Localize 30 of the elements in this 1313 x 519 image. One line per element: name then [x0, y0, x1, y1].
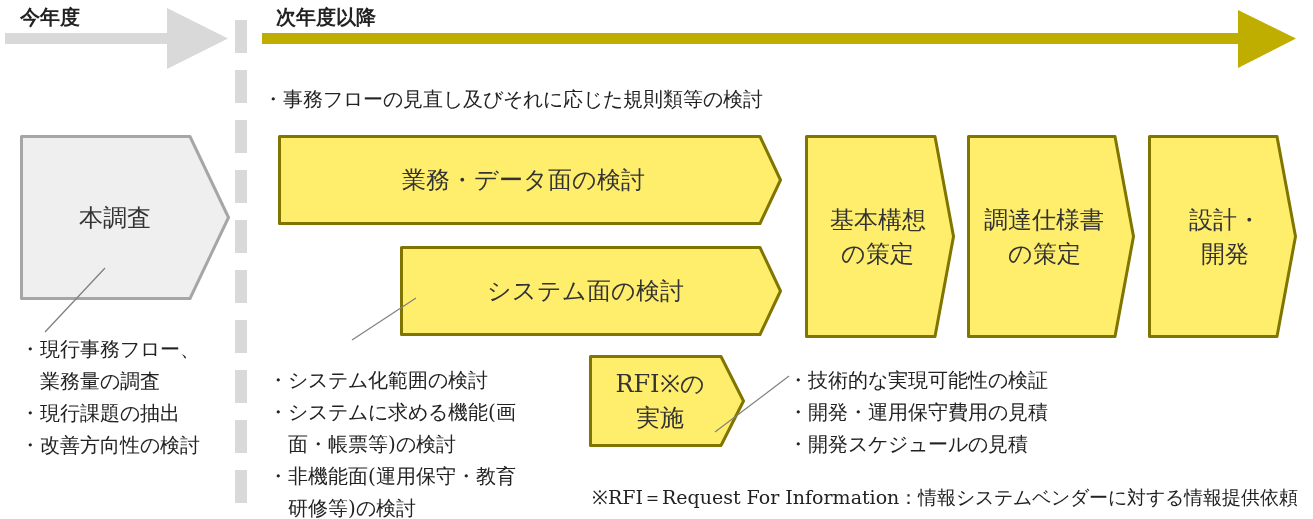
- process-box: [589, 355, 745, 447]
- bullet-item: ・開発・運用保守費用の見積: [788, 399, 1049, 426]
- leader-line: [351, 297, 417, 341]
- box-label: RFI※の実施: [614, 369, 706, 434]
- box-label: 調達仕様書の策定: [983, 204, 1105, 270]
- box-label: 基本構想の策定: [828, 204, 927, 270]
- note-text: ・事務フローの見直し及びそれに応じた規則類等の検討: [263, 86, 763, 113]
- process-box: [400, 246, 782, 336]
- process-box: [1148, 135, 1297, 338]
- leader-line: [44, 267, 106, 333]
- box-label: 業務・データ面の検討: [400, 165, 646, 196]
- bullet-item: ・改善方向性の検討: [20, 432, 201, 459]
- bullet-item: ・現行事務フロー、業務量の調査: [20, 336, 201, 395]
- leader-line: [714, 375, 790, 433]
- box-label: 本調査: [78, 202, 152, 234]
- process-box: [20, 135, 230, 300]
- bullet-item: ・非機能面(運用保守・教育研修等)の検討: [268, 463, 517, 519]
- box-label: 設計・開発: [1188, 204, 1262, 270]
- box-label: システム面の検討: [485, 276, 685, 307]
- process-box: [278, 135, 782, 225]
- period-heading: 今年度: [20, 4, 80, 31]
- footnote: ※RFI＝Request For Information：情報システムベンダーに対する情報提供依頼: [592, 485, 1299, 510]
- bullet-item: ・技術的な実現可能性の検証: [788, 367, 1049, 394]
- bullet-item: ・システムに求める機能(画面・帳票等)の検討: [268, 399, 517, 458]
- bullet-item: ・システム化範囲の検討: [268, 367, 489, 394]
- bullet-item: ・現行課題の抽出: [20, 400, 181, 427]
- process-box: [805, 135, 955, 338]
- period-heading: 次年度以降: [276, 4, 376, 31]
- bullet-item: ・開発スケジュールの見積: [788, 431, 1029, 458]
- process-box: [967, 135, 1135, 338]
